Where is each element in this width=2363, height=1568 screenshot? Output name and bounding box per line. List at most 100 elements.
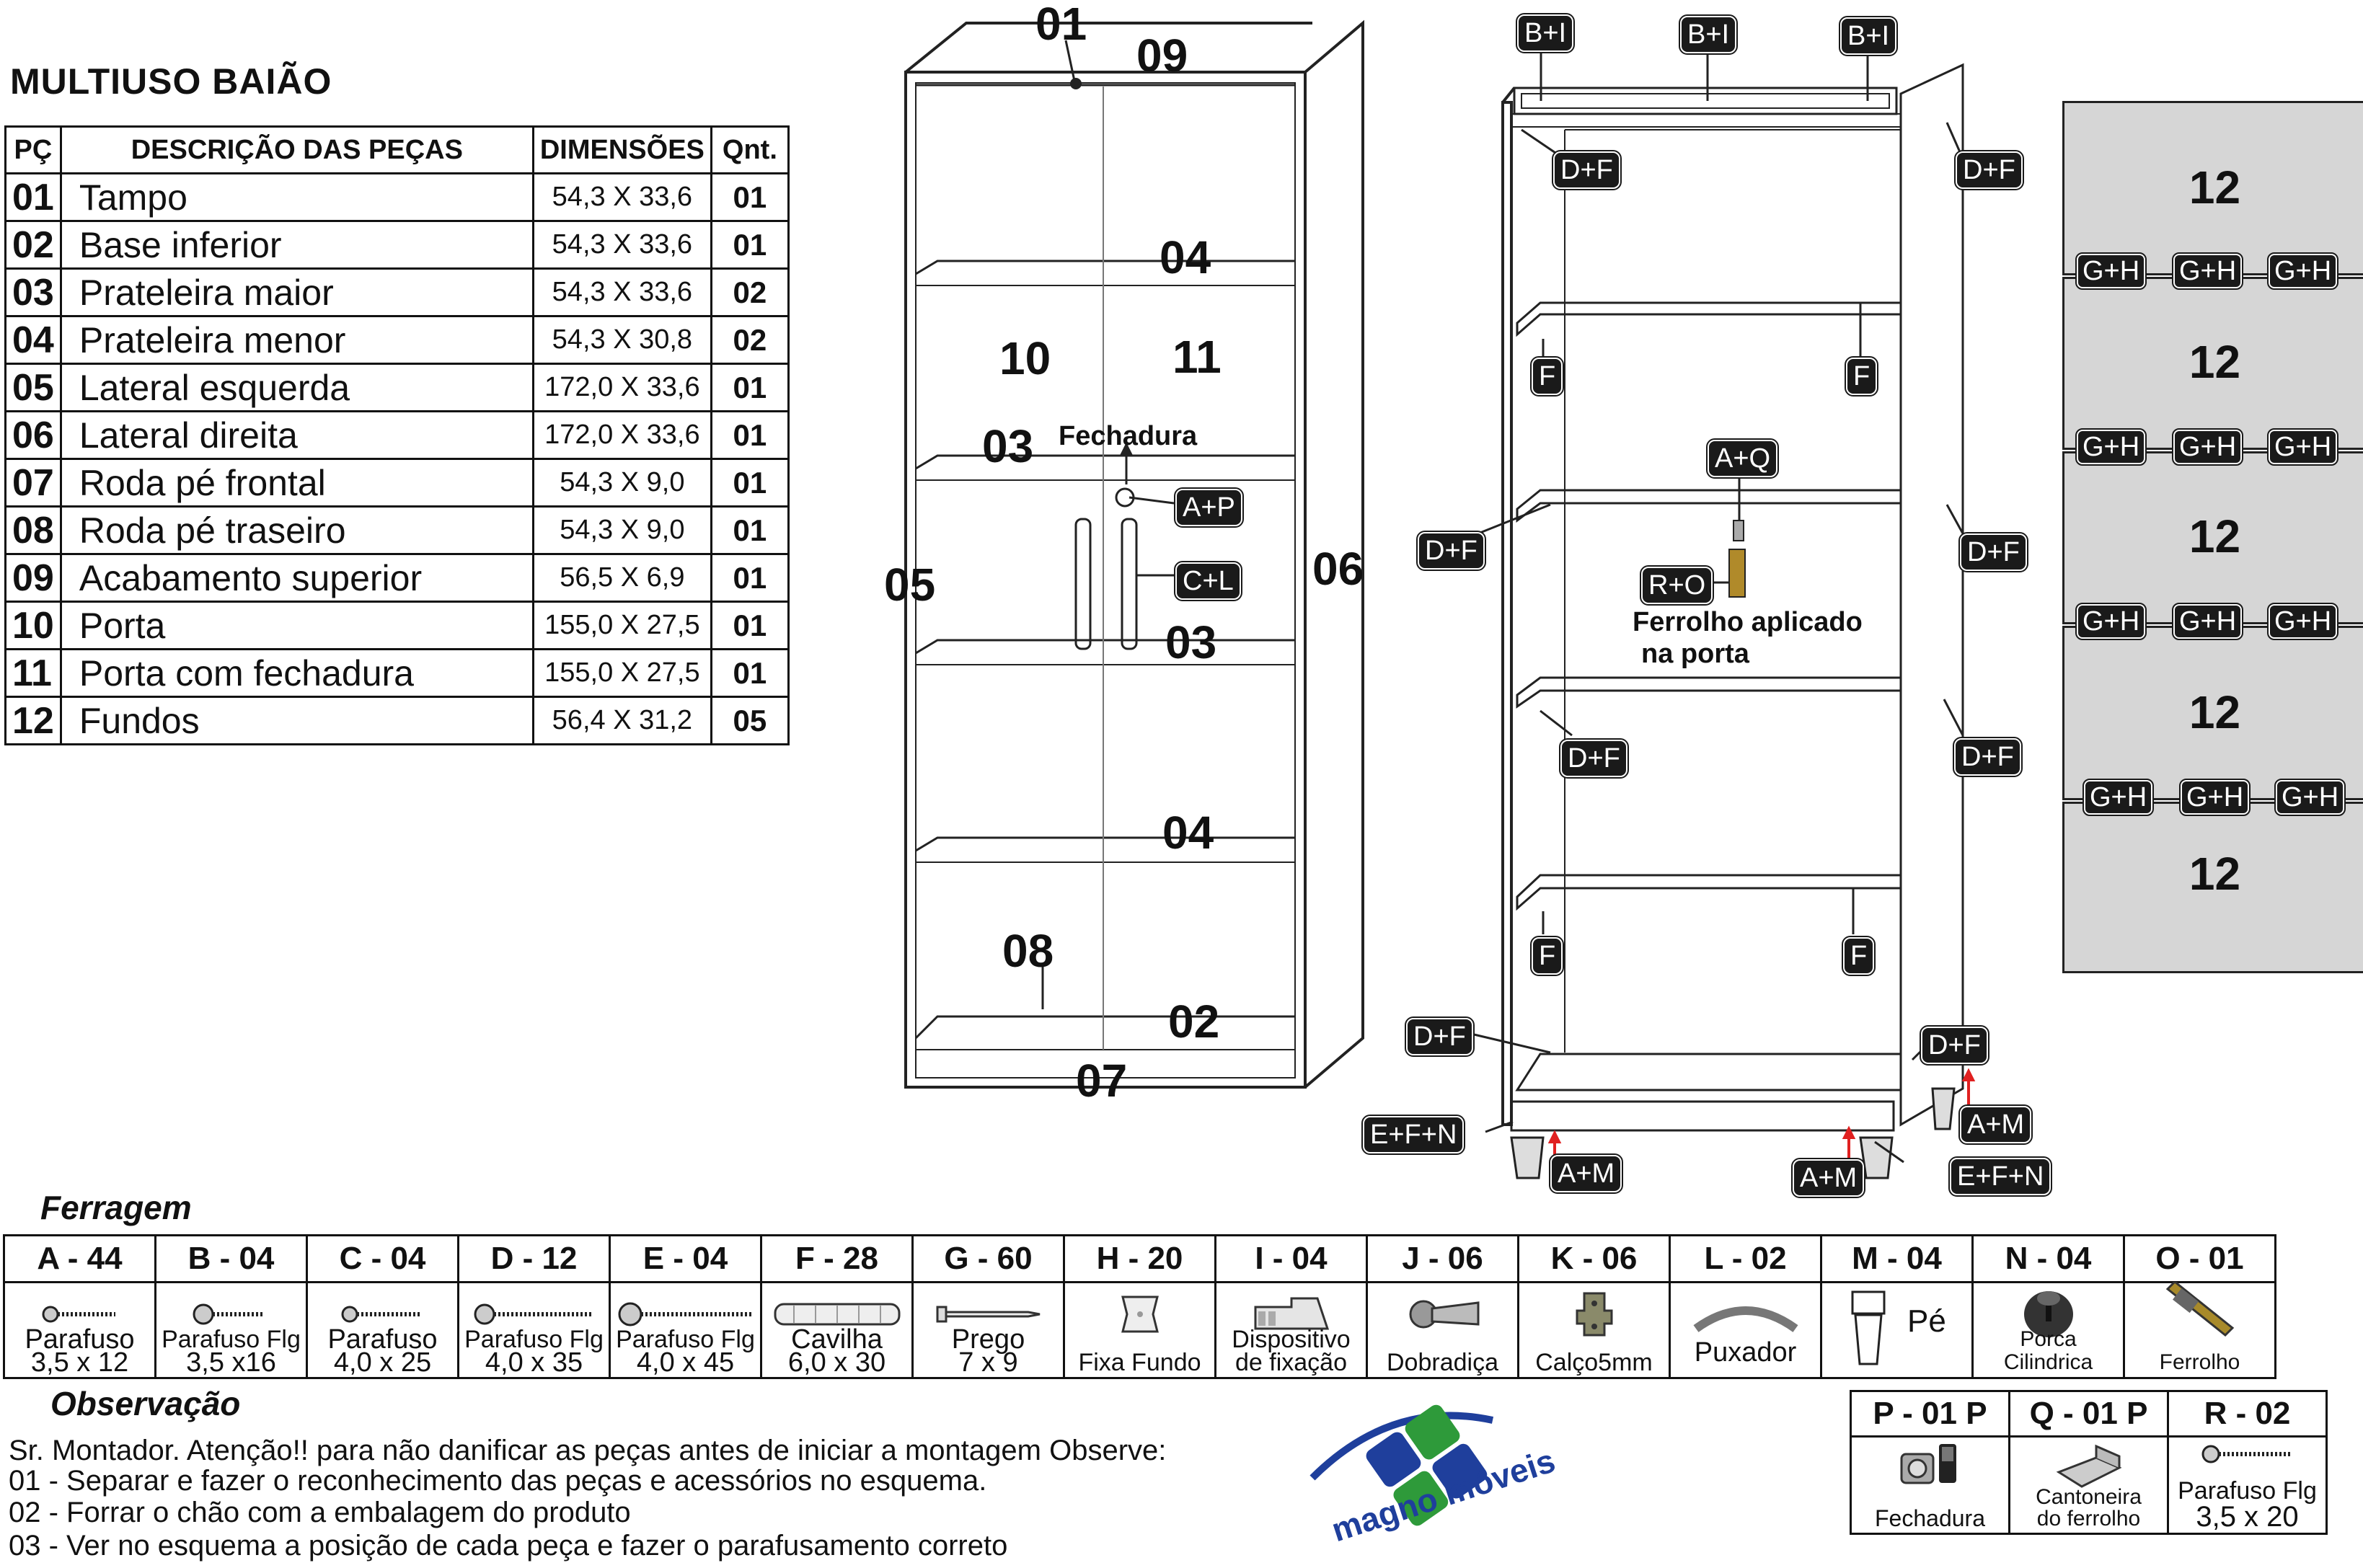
hw-label: Cavilha — [791, 1324, 883, 1355]
header-dim: DIMENSÕES — [531, 125, 712, 174]
pc-cell: 10 — [4, 601, 62, 650]
hw-label: Parafuso — [327, 1324, 438, 1355]
flange-screw-icon — [611, 1289, 760, 1339]
pc-cell: 05 — [4, 363, 62, 412]
label-10: 10 — [999, 332, 1051, 384]
pc-cell: 02 — [4, 220, 62, 270]
shim-icon — [1519, 1289, 1669, 1339]
observacao-title: Observação — [50, 1385, 241, 1422]
nail-icon — [914, 1289, 1063, 1339]
label-11: 11 — [1172, 331, 1222, 383]
hw-label: Dispositivo — [1232, 1326, 1351, 1353]
hw-label: Calço5mm — [1535, 1349, 1653, 1376]
hw-code: B - 04 — [154, 1234, 308, 1283]
back-panel-label: 12 — [2188, 848, 2241, 900]
screw-icon — [308, 1289, 457, 1339]
hardware-extra-codes: P - 01 P Q - 01 P R - 02 — [1850, 1390, 2328, 1438]
pc-cell: 01 — [4, 172, 62, 222]
label-08: 08 — [1002, 925, 1054, 977]
desc-cell: Fundos — [59, 696, 534, 745]
label-07: 07 — [1076, 1055, 1128, 1107]
foot-icon — [1822, 1289, 1971, 1368]
back-clip-icon — [1065, 1289, 1214, 1339]
dim-cell: 172,0 X 33,6 — [531, 363, 712, 412]
hw-label: 4,0 x 25 — [333, 1347, 432, 1378]
qnt-cell: 01 — [710, 601, 790, 650]
dim-cell: 54,3 X 9,0 — [531, 458, 712, 508]
hw-item-m: Pé — [1820, 1281, 1974, 1379]
tag-gh: G+H — [2075, 252, 2147, 290]
dim-cell: 155,0 X 27,5 — [531, 601, 712, 650]
pc-cell: 08 — [4, 505, 62, 555]
hw-label: Parafuso — [25, 1324, 135, 1355]
hw-label: Pé — [1907, 1303, 1946, 1339]
tag-efn-2: E+F+N — [1948, 1156, 2053, 1197]
hw-label: de fixação — [1235, 1349, 1347, 1376]
hardware-extra-table: P - 01 P Q - 01 P R - 02 Fechadura Canto… — [1850, 1390, 2328, 1535]
parts-table: PÇ DESCRIÇÃO DAS PEÇAS DIMENSÕES Qnt. 01… — [4, 125, 790, 745]
hw-label: Fechadura — [1875, 1505, 1985, 1531]
label-fechadura: Fechadura — [1059, 421, 1198, 451]
hw-code: D - 12 — [457, 1234, 611, 1283]
tag-gh: G+H — [2171, 428, 2244, 466]
desc-cell: Base inferior — [59, 220, 534, 270]
back-panel: 12 — [2062, 101, 2363, 275]
hw-label: 4,0 x 35 — [485, 1347, 583, 1378]
tag-gh: G+H — [2274, 779, 2346, 816]
desc-cell: Acabamento superior — [59, 553, 534, 603]
label-05: 05 — [884, 559, 936, 611]
label-04a: 04 — [1160, 231, 1211, 283]
desc-cell: Prateleira maior — [59, 267, 534, 317]
desc-cell: Tampo — [59, 172, 534, 222]
hw-label: Fixa Fundo — [1078, 1349, 1201, 1376]
qnt-cell: 01 — [710, 458, 790, 508]
hw-label: Cantoneira — [2036, 1485, 2142, 1509]
hw-label: Porca Cilindrica — [2003, 1327, 2093, 1374]
tag-am-3: A+M — [1958, 1104, 2033, 1145]
bracket-icon — [2010, 1443, 2167, 1494]
observacao-line: 02 - Forrar o chão com a embalagem do pr… — [9, 1497, 631, 1528]
hw-label: Parafuso Flg — [2178, 1477, 2317, 1505]
dowel-icon — [762, 1289, 911, 1339]
qnt-cell: 05 — [710, 696, 790, 745]
dim-cell: 155,0 X 27,5 — [531, 648, 712, 698]
label-02: 02 — [1168, 996, 1220, 1047]
back-panel: 12 — [2062, 277, 2363, 450]
hw-code: Q - 01 P — [2008, 1390, 2169, 1438]
hw-code: N - 04 — [1971, 1234, 2125, 1283]
bolt-latch-icon — [2125, 1282, 2274, 1339]
desc-cell: Lateral direita — [59, 410, 534, 460]
tag-gh: G+H — [2075, 603, 2147, 640]
hw-item-n: Porca Cilindrica — [1971, 1281, 2125, 1379]
flange-screw-icon — [459, 1289, 609, 1339]
tag-cl: C+L — [1174, 561, 1242, 601]
hw-label: do ferrolho — [2036, 1507, 2141, 1531]
qnt-cell: 01 — [710, 410, 790, 460]
hw-code: I - 04 — [1214, 1234, 1368, 1283]
desc-cell: Roda pé frontal — [59, 458, 534, 508]
label-06: 06 — [1312, 543, 1364, 595]
tag-df-7: D+F — [1405, 1016, 1475, 1057]
tag-df-1: D+F — [1552, 150, 1622, 190]
assembly-drawings — [904, 19, 1976, 1179]
hw-code: J - 06 — [1366, 1234, 1519, 1283]
dim-cell: 54,3 X 33,6 — [531, 220, 712, 270]
tag-df-4: D+F — [1958, 532, 2028, 572]
tag-gh: G+H — [2082, 779, 2155, 816]
pc-cell: 11 — [4, 648, 62, 698]
tag-f-4: F — [1841, 936, 1876, 976]
front-view-cabinet — [904, 19, 1364, 1089]
hw-code: M - 04 — [1820, 1234, 1974, 1283]
dim-cell: 54,3 X 30,8 — [531, 315, 712, 365]
